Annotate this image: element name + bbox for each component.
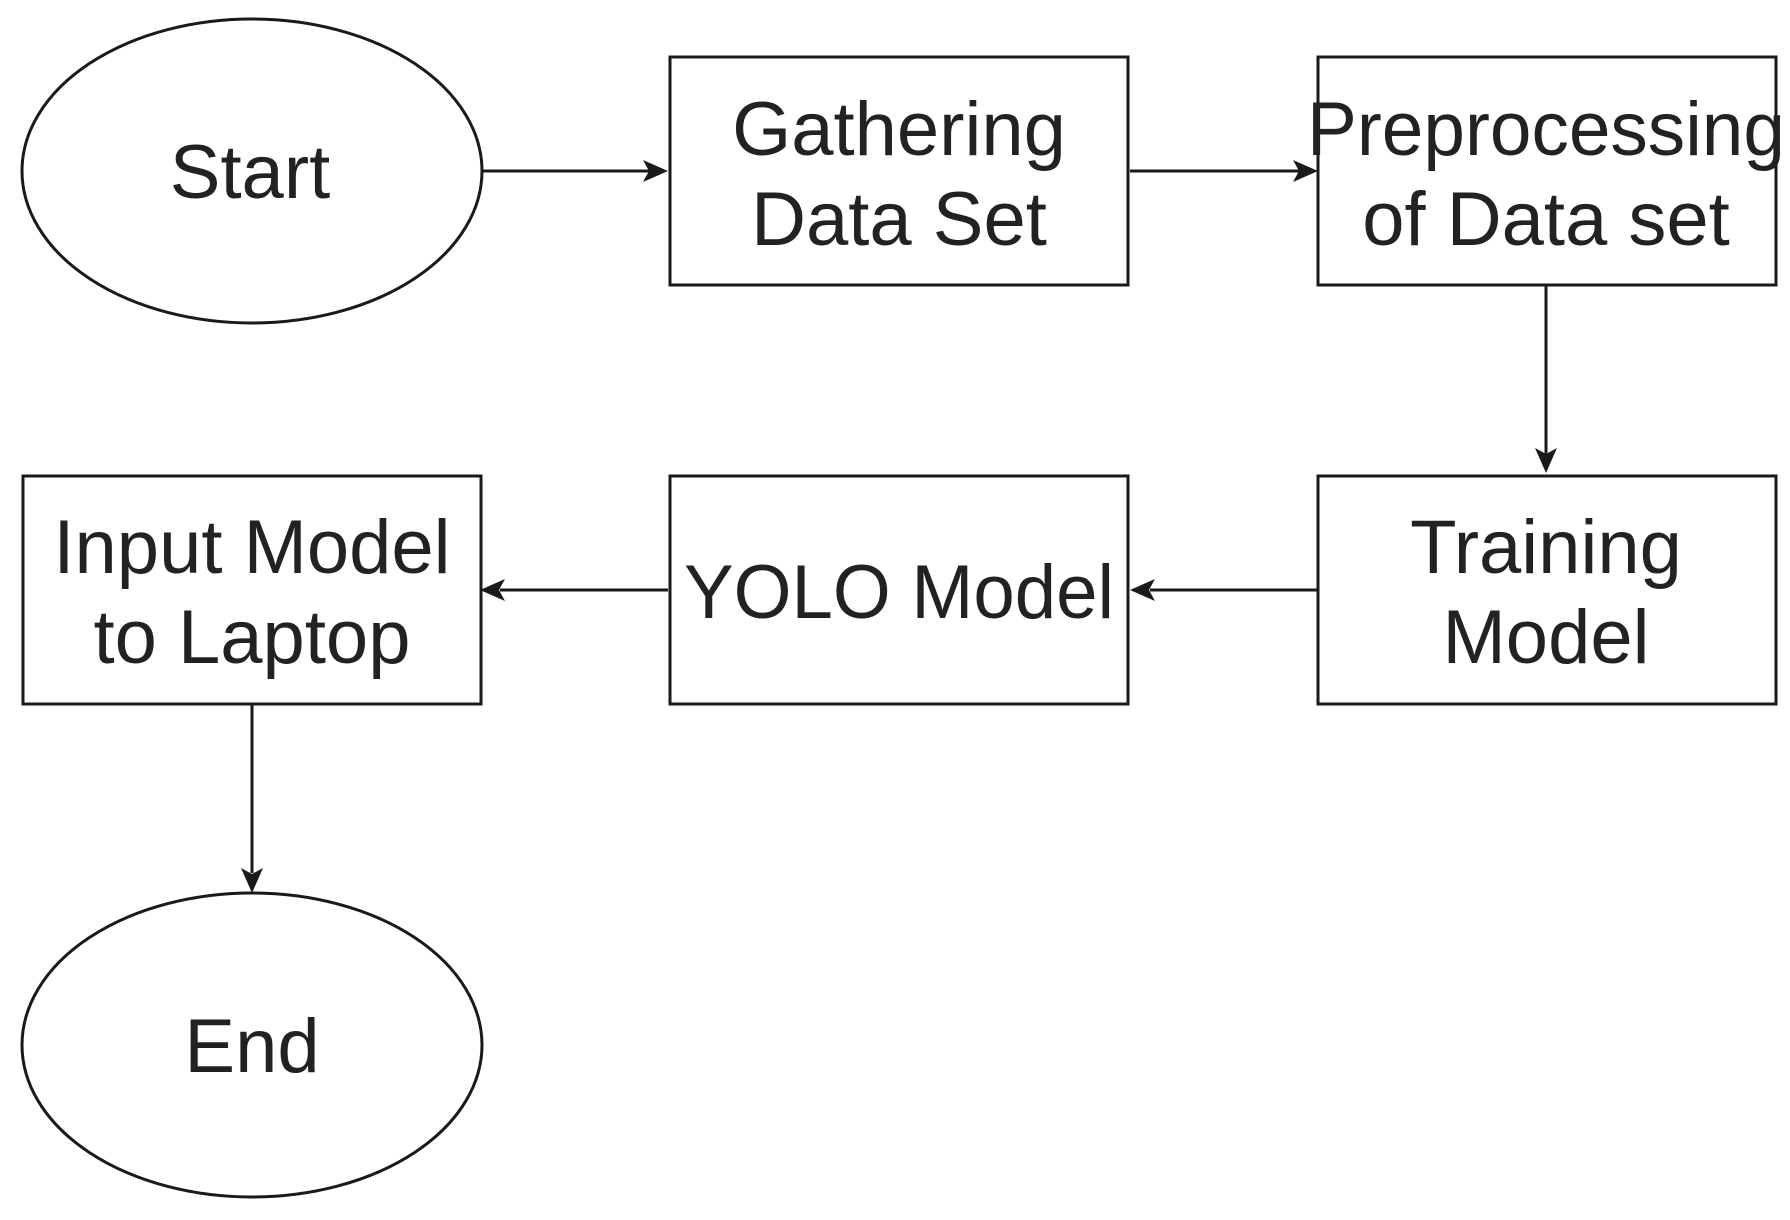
preprocessing-label-line-1: Preprocessing [1307,87,1785,172]
connector-start-to-gathering [483,160,668,182]
training-model-node: Training Model [1316,474,1778,706]
training-label-line-2: Model [1443,595,1650,680]
preprocessing-label-line-2: of Data set [1362,177,1730,262]
connector-preprocessing-to-training [1535,285,1557,473]
start-label: Start [170,130,331,215]
end-label: End [184,1004,319,1089]
gathering-label-line-2: Data Set [751,177,1047,262]
input-label-line-1: Input Model [53,505,450,590]
training-label-line-1: Training [1410,505,1682,590]
start-node: Start [20,17,484,325]
connector-gathering-to-preprocessing [1130,160,1318,182]
yolo-label: YOLO Model [684,550,1114,635]
gathering-data-set-node: Gathering Data Set [668,55,1130,287]
connector-training-to-yolo [1130,579,1318,601]
input-label-line-2: to Laptop [94,595,411,680]
end-node: End [20,891,484,1199]
connector-yolo-to-input [480,579,668,601]
yolo-model-node: YOLO Model [668,474,1130,706]
input-model-node: Input Model to Laptop [21,474,483,706]
preprocessing-node: Preprocessing of Data set [1307,55,1785,287]
connector-input-to-end [241,705,263,893]
gathering-label-line-1: Gathering [732,87,1066,172]
